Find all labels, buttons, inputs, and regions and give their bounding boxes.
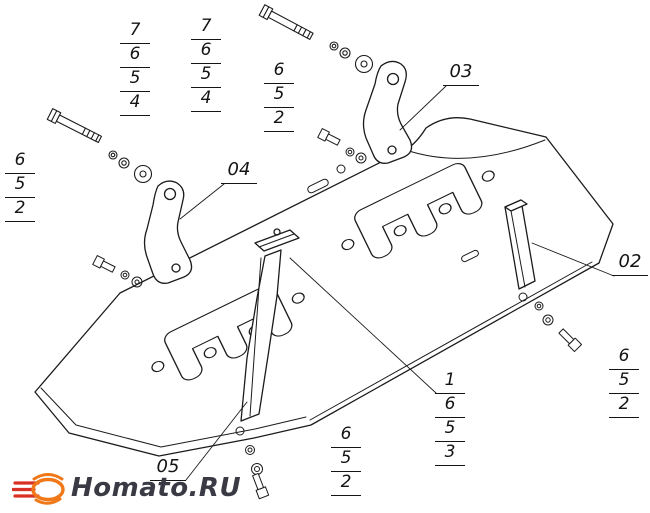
callout-stack-washer-left: 6 5 2 (5, 150, 35, 222)
callout-stack-washer-top: 6 5 2 (264, 60, 294, 132)
callout-number: 5 (264, 84, 294, 108)
part-label-03: 03 (443, 60, 479, 86)
callout-number: 6 (264, 60, 294, 84)
logo-text: Homato.RU (71, 473, 242, 503)
bolt-left (46, 108, 153, 184)
callout-number: 3 (435, 442, 465, 466)
callout-number: 2 (5, 198, 35, 222)
callout-number: 2 (264, 108, 294, 132)
callout-number: 7 (120, 20, 150, 44)
callout-number: 2 (609, 394, 639, 418)
callout-number: 1 (435, 370, 465, 394)
bolt-top (258, 4, 374, 74)
hardware-04-foot (92, 255, 143, 288)
callout-stack-washer-bottom: 6 5 2 (331, 424, 361, 496)
part-label-04: 04 (221, 158, 257, 184)
callout-stack-bolt-left: 7 6 5 4 (120, 20, 150, 116)
callout-number: 6 (331, 424, 361, 448)
callout-number: 6 (609, 346, 639, 370)
callout-number: 5 (435, 418, 465, 442)
callout-stack-bolt-top: 7 6 5 4 (191, 16, 221, 112)
callout-number: 4 (120, 92, 150, 116)
part-label-05: 05 (150, 455, 186, 481)
callout-number: 6 (191, 40, 221, 64)
cutout-group-right (341, 163, 495, 259)
callout-number: 5 (5, 174, 35, 198)
callout-number: 2 (331, 472, 361, 496)
callout-number: 5 (191, 64, 221, 88)
plate-holes (235, 164, 528, 436)
callout-number: 4 (191, 88, 221, 112)
bracket-center (240, 228, 300, 422)
bracket-03 (362, 60, 413, 164)
callout-number: 6 (120, 44, 150, 68)
logo: Homato.RU (12, 468, 241, 508)
callout-stack-washer-right: 6 5 2 (609, 346, 639, 418)
callout-number: 6 (435, 394, 465, 418)
hardware-02 (534, 301, 583, 353)
skid-plate (34, 117, 614, 457)
callout-number: 7 (191, 16, 221, 40)
hardware-center (245, 445, 270, 500)
callout-number: 6 (5, 150, 35, 174)
leader-lines (179, 85, 615, 481)
logo-car-icon (12, 473, 65, 505)
bracket-02 (504, 199, 536, 290)
part-label-02: 02 (612, 250, 648, 276)
callout-number: 5 (331, 448, 361, 472)
callout-number: 5 (120, 68, 150, 92)
bracket-04 (143, 180, 193, 284)
callout-number: 5 (609, 370, 639, 394)
callout-stack-main-part: 1 6 5 3 (435, 370, 465, 466)
hardware-03-foot (317, 128, 367, 164)
